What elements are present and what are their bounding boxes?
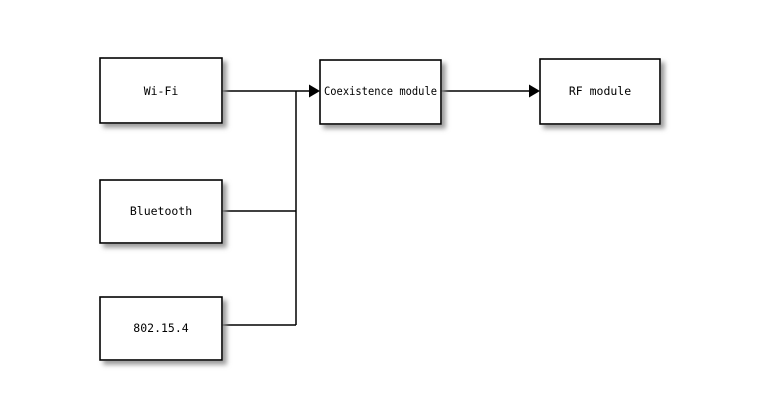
- arrowhead-into-rf: [529, 84, 540, 98]
- node-wifi-box: [99, 57, 223, 124]
- node-802154[interactable]: [99, 296, 223, 361]
- node-coexistence-box: [319, 59, 442, 125]
- node-wifi[interactable]: [99, 57, 223, 124]
- node-802154-box: [99, 296, 223, 361]
- node-802154-label: 802.15.4: [133, 321, 188, 335]
- arrowhead-into-coexistence: [309, 84, 320, 98]
- node-rf-box: [539, 58, 661, 125]
- node-bluetooth[interactable]: [99, 179, 223, 244]
- node-rf-label: RF module: [569, 84, 631, 98]
- node-bluetooth-label: Bluetooth: [130, 204, 192, 218]
- edge-group: [222, 84, 540, 326]
- node-coexistence[interactable]: [319, 59, 442, 125]
- node-group: Wi-Fi Bluetooth 802.15.4 Coexistence mod…: [99, 57, 661, 361]
- node-coexistence-label: Coexistence module: [324, 84, 437, 98]
- node-bluetooth-box: [99, 179, 223, 244]
- node-rf[interactable]: [539, 58, 661, 125]
- node-wifi-label: Wi-Fi: [144, 84, 179, 98]
